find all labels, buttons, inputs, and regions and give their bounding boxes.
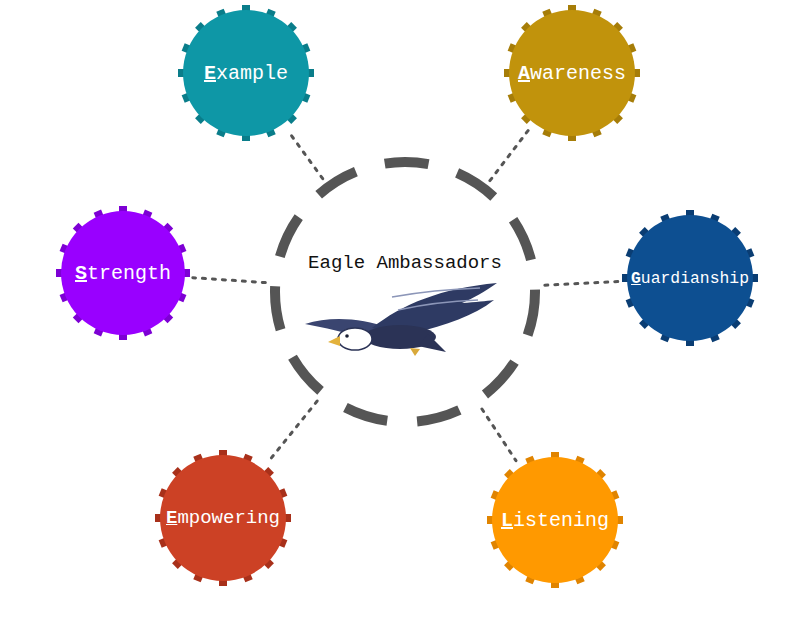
value-label: Awareness (518, 62, 626, 85)
gear-circle: Strength (53, 203, 193, 343)
eagle-beak (328, 336, 340, 346)
eagle-head (338, 328, 372, 350)
value-label: Guardianship (631, 269, 749, 288)
dotted-connector (268, 401, 318, 463)
center-circle: Eagle Ambassadors (267, 154, 543, 430)
value-label: Listening (501, 509, 609, 532)
dotted-connector (545, 281, 619, 285)
eagle-tail (418, 334, 446, 352)
gear-circle: Awareness (501, 2, 643, 144)
gear-circle: Listening (484, 449, 626, 591)
value-label: Empowering (166, 507, 280, 529)
center-title: Eagle Ambassadors (308, 252, 502, 274)
gear-circle: Empowering (152, 447, 294, 589)
gear-circle: Example (175, 2, 317, 144)
dotted-connector (288, 130, 323, 178)
value-label: Strength (75, 262, 171, 285)
value-label: Example (204, 62, 288, 85)
dotted-connector (490, 129, 529, 180)
dashed-ring (267, 154, 543, 430)
dotted-connector (193, 278, 265, 283)
dotted-connector (482, 409, 516, 461)
gear-circle: Guardianship (619, 207, 761, 349)
